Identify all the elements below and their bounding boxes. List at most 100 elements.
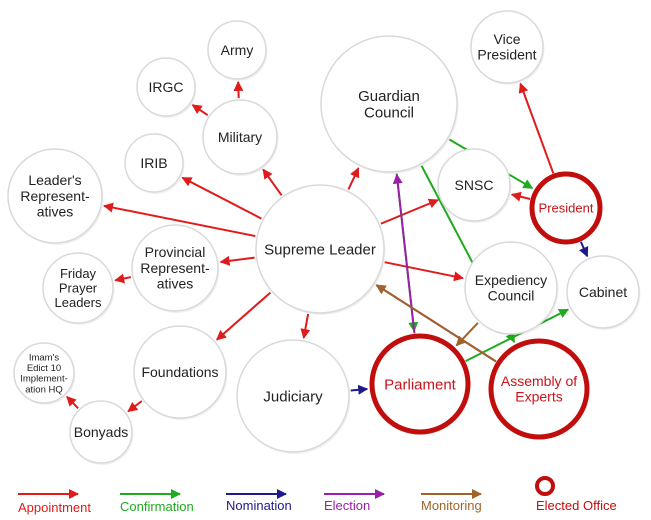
edge-appointment-president-to-snsc: [510, 191, 531, 202]
node-military-label: Military: [218, 129, 262, 145]
node-snsc: SNSC: [437, 148, 512, 223]
edge-appointment-supreme-leader-to-expediency-council: [384, 261, 464, 282]
legend-item-nomination: Nomination: [226, 489, 292, 513]
edge-appointment-president-to-vice-president: [518, 82, 555, 174]
node-military: Military: [202, 99, 279, 176]
edge-election-parliament-to-guardian-council: [392, 173, 416, 334]
legend-item-monitoring: Monitoring: [421, 489, 482, 513]
edge-appointment-military-to-irgc: [191, 104, 209, 117]
node-irgc-label: IRGC: [149, 79, 184, 95]
node-assembly-of-experts-label: Assembly of: [501, 373, 577, 389]
node-army-circle: [207, 20, 267, 80]
edge-appointment-supreme-leader-to-irib: [181, 176, 262, 220]
node-leaders-reps-label: atives: [37, 204, 74, 220]
edge-appointment-military-to-army: [233, 81, 244, 99]
edge-nomination-judiciary-to-parliament: [350, 384, 369, 395]
node-friday-prayer-circle: [42, 252, 114, 324]
node-imams-edict-label: Edict 10: [27, 363, 61, 374]
legend-item-election: Election: [324, 489, 385, 513]
node-supreme-leader: Supreme Leader: [255, 184, 386, 315]
node-vice-president-label: President: [477, 47, 536, 63]
node-imams-edict-label: Implement-: [20, 374, 68, 385]
legend: Appointment Confirmation Nomination Electio…: [18, 476, 617, 515]
legend-item-appointment: Appointment: [18, 489, 91, 515]
node-army: Army: [207, 20, 268, 81]
node-irgc: IRGC: [136, 57, 197, 118]
node-military-circle: [202, 99, 278, 175]
node-leaders-reps-label: Leader's: [28, 172, 81, 188]
node-snsc-label: SNSC: [455, 177, 494, 193]
node-provincial-reps-label: atives: [157, 276, 194, 292]
node-army-label: Army: [221, 42, 254, 58]
edge-appointment-supreme-leader-to-foundations: [216, 291, 272, 341]
node-expediency-council-label: Council: [488, 288, 535, 304]
node-guardian-council-circle: [320, 35, 458, 173]
edges-layer: [66, 81, 589, 413]
node-judiciary-label: Judiciary: [263, 388, 323, 405]
node-bonyads: Bonyads: [69, 400, 134, 465]
node-judiciary-circle: [236, 339, 350, 453]
edge-monitoring-expediency-council-to-parliament: [455, 322, 479, 347]
node-bonyads-circle: [69, 400, 133, 464]
node-parliament-label: Parliament: [384, 376, 457, 393]
node-foundations-circle: [133, 325, 227, 419]
node-cabinet-circle: [566, 255, 640, 329]
node-imams-edict-label: Imam's: [29, 352, 60, 363]
edge-appointment-supreme-leader-to-judiciary: [300, 313, 311, 339]
edge-appointment-foundations-to-bonyads: [127, 400, 143, 413]
legend-label-monitoring: Monitoring: [421, 498, 482, 513]
node-supreme-leader-circle: [255, 184, 385, 314]
node-imams-edict-label: ation HQ: [25, 384, 63, 395]
elected-office-ring-icon: [535, 476, 555, 496]
node-guardian-council-label: Council: [364, 105, 414, 122]
node-parliament: Parliament: [369, 333, 471, 435]
node-bonyads-label: Bonyads: [74, 424, 128, 440]
node-imams-edict-circle: [13, 342, 75, 404]
edge-appointment-supreme-leader-to-guardian-council: [347, 167, 360, 190]
legend-item-elected: Elected Office: [535, 476, 617, 513]
node-irib-label: IRIB: [140, 155, 167, 171]
node-foundations-label: Foundations: [141, 364, 218, 380]
node-judiciary: Judiciary: [236, 339, 351, 454]
node-friday-prayer-label: Prayer: [59, 281, 98, 296]
node-provincial-reps-circle: [131, 224, 219, 312]
edge-appointment-supreme-leader-to-military: [262, 168, 283, 196]
node-president-circle: [529, 171, 603, 245]
node-assembly-of-experts-circle: [488, 338, 590, 440]
legend-label-nomination: Nomination: [226, 498, 292, 513]
node-irib-circle: [124, 133, 184, 193]
node-provincial-reps-label: Provincial: [145, 244, 206, 260]
node-president: President: [529, 171, 603, 245]
node-provincial-reps-label: Represent-: [140, 260, 210, 276]
node-vice-president-label: Vice: [494, 31, 521, 47]
node-expediency-council-circle: [464, 241, 558, 335]
node-assembly-of-experts-label: Experts: [515, 389, 562, 405]
node-friday-prayer-label: Leaders: [55, 295, 102, 310]
nodes-layer: ArmyIRGCMilitaryIRIBLeader'sRepresent-at…: [7, 10, 641, 465]
node-vice-president-circle: [470, 10, 544, 84]
node-leaders-reps-label: Represent-: [20, 188, 90, 204]
node-foundations: Foundations: [133, 325, 228, 420]
edge-monitoring-assembly-of-experts-to-supreme-leader: [375, 284, 497, 363]
node-cabinet-label: Cabinet: [579, 284, 627, 300]
edge-nomination-president-to-cabinet: [579, 241, 589, 258]
edge-appointment-supreme-leader-to-snsc: [380, 198, 439, 225]
node-irgc-circle: [136, 57, 196, 117]
node-snsc-circle: [437, 148, 511, 222]
legend-label-election: Election: [324, 498, 370, 513]
node-irib: IRIB: [124, 133, 185, 194]
node-expediency-council-label: Expediency: [475, 272, 547, 288]
node-president-label: President: [539, 201, 594, 216]
legend-label-elected: Elected Office: [536, 498, 617, 513]
node-parliament-circle: [369, 333, 471, 435]
node-supreme-leader-label: Supreme Leader: [264, 241, 376, 258]
legend-item-confirmation: Confirmation: [120, 489, 194, 514]
